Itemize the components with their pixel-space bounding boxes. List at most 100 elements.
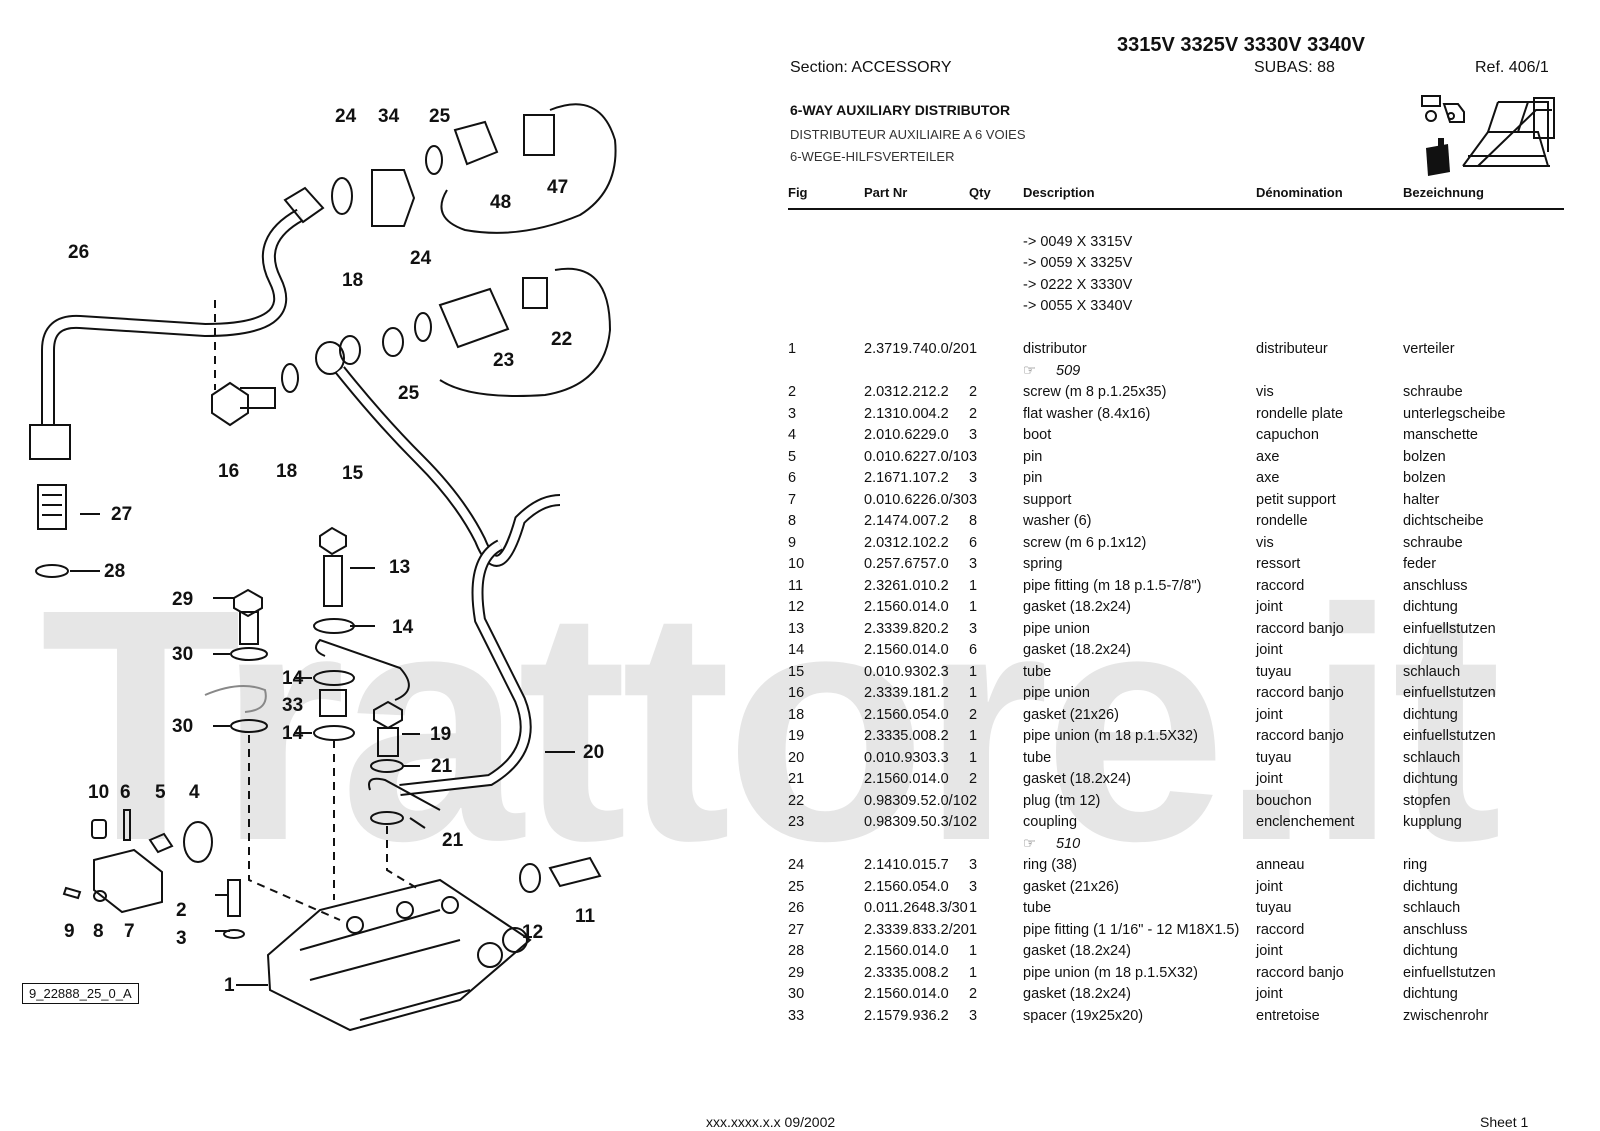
row-denomination: rondelle plate: [1256, 405, 1344, 422]
reference-row: ☞509: [788, 361, 1564, 383]
row-denomination: anneau: [1256, 857, 1305, 873]
row-bezeichnung: schlauch: [1403, 900, 1461, 916]
row-fig: 20: [788, 749, 805, 766]
row-fig: 30: [788, 986, 805, 1002]
row-qty: 6: [969, 534, 978, 551]
row-qty: 3: [969, 878, 978, 895]
row-bezeichnung: dichtung: [1403, 642, 1458, 658]
row-bezeichnung: kupplung: [1403, 814, 1462, 830]
row-description: support: [1023, 491, 1072, 508]
row-denomination: ressort: [1256, 556, 1301, 572]
row-denomination: raccord: [1256, 921, 1305, 938]
row-denomination: joint: [1256, 943, 1283, 959]
row-denomination: raccord banjo: [1256, 728, 1344, 744]
callout-label: 22: [551, 329, 572, 350]
col-qty: Qty: [969, 183, 1023, 210]
row-description: pin: [1023, 470, 1043, 486]
parts-table-body: -> 0049 X 3315V -> 0059 X 3325V -> 0222 …: [788, 209, 1564, 1027]
row-qty: 1: [969, 964, 978, 981]
row-bezeichnung: schraube: [1403, 384, 1463, 400]
row-qty: 2: [969, 771, 978, 787]
drawing-code: 9_22888_25_0_A: [22, 983, 139, 1004]
row-description: pipe union (m 18 p.1.5X32): [1023, 728, 1198, 744]
row-bezeichnung: schraube: [1403, 534, 1463, 551]
callout-label: 30: [172, 644, 193, 665]
row-description: washer (6): [1023, 513, 1092, 529]
row-description: pipe fitting (m 18 p.1.5-7/8"): [1023, 577, 1202, 594]
row-denomination: enclenchement: [1256, 814, 1355, 830]
row-fig: 3: [788, 405, 797, 422]
row-denomination: joint: [1256, 599, 1283, 615]
row-description: screw (m 8 p.1.25x35): [1023, 384, 1167, 400]
row-description: spacer (19x25x20): [1023, 1007, 1144, 1024]
row-description: tube: [1023, 900, 1052, 916]
row-fig: 26: [788, 900, 805, 916]
row-fig: 6: [788, 470, 797, 486]
row-description: coupling: [1023, 814, 1078, 830]
serial-range: -> 0049 X 3315V: [1023, 233, 1133, 250]
callout-label: 33: [282, 695, 303, 716]
row-part-nr: 2.0312.102.2: [864, 534, 949, 551]
serial-row: -> 0059 X 3325V: [788, 253, 1564, 275]
sheet-number: Sheet 1: [1480, 1114, 1529, 1130]
callout-label: 27: [111, 504, 132, 525]
row-part-nr: 2.1410.015.7: [864, 857, 949, 873]
page-reference-link[interactable]: ☞509: [1023, 361, 1564, 383]
row-qty: 1: [969, 728, 978, 744]
row-part-nr: 0.98309.52.0/10: [864, 792, 969, 809]
row-qty: 1: [969, 577, 978, 594]
row-description: gasket (18.2x24): [1023, 986, 1132, 1002]
row-qty: 3: [969, 491, 978, 508]
row-qty: 1: [969, 663, 978, 680]
row-qty: 1: [969, 900, 978, 916]
row-bezeichnung: manschette: [1403, 427, 1478, 443]
row-description: pipe union: [1023, 620, 1090, 637]
row-part-nr: 2.1560.014.0: [864, 599, 949, 615]
row-part-nr: 2.1560.014.0: [864, 642, 949, 658]
callout-label: 16: [218, 461, 239, 482]
callout-label: 4: [189, 782, 200, 803]
row-qty: 8: [969, 513, 978, 529]
row-description: pin: [1023, 448, 1043, 465]
row-part-nr: 2.1560.054.0: [864, 706, 949, 723]
row-qty: 3: [969, 556, 978, 572]
row-bezeichnung: anschluss: [1403, 577, 1468, 594]
section-label: Section: ACCESSORY: [790, 59, 952, 76]
col-part-nr: Part Nr: [864, 183, 969, 210]
row-part-nr: 2.1310.004.2: [864, 405, 949, 422]
page-reference-number: 509: [1056, 362, 1081, 379]
reference-row: ☞510: [788, 834, 1564, 856]
page-reference-link[interactable]: ☞510: [1023, 834, 1564, 856]
row-description: distributor: [1023, 341, 1087, 357]
row-qty: 1: [969, 341, 978, 357]
callout-label: 9: [64, 921, 75, 942]
row-part-nr: 2.1560.014.0: [864, 943, 949, 959]
callout-label: 24: [335, 106, 357, 127]
row-denomination: vis: [1256, 534, 1274, 551]
row-qty: 2: [969, 814, 978, 830]
row-part-nr: 2.1671.107.2: [864, 470, 949, 486]
watermark: Trattore.it: [40, 540, 1502, 909]
row-bezeichnung: dichtung: [1403, 943, 1458, 959]
row-qty: 2: [969, 384, 978, 400]
callout-label: 30: [172, 716, 193, 737]
row-part-nr: 2.0312.212.2: [864, 384, 949, 400]
row-part-nr: 2.1474.007.2: [864, 513, 949, 529]
serial-range: -> 0059 X 3325V: [1023, 255, 1133, 271]
subas-label: SUBAS: 88: [1254, 59, 1335, 76]
row-bezeichnung: zwischenrohr: [1403, 1007, 1489, 1024]
parts-table: Fig Part Nr Qty Description Dénomination…: [788, 183, 1564, 1027]
row-bezeichnung: einfuellstutzen: [1403, 728, 1496, 744]
